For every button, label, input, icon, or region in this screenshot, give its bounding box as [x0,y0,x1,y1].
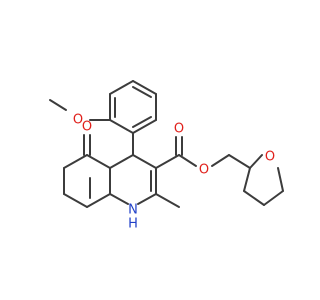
bond [63,154,88,169]
tetrahydrofuran-ring [243,154,284,206]
bond [137,193,157,205]
bond [86,154,111,169]
nitrogen-hydrogen-label: H [128,217,138,232]
bond [109,154,134,169]
bond [178,154,197,167]
bond [277,167,284,192]
bond [155,154,180,169]
bond [109,119,134,134]
bond [243,167,251,192]
bond [86,193,111,208]
bond [49,99,67,111]
bond [228,154,251,169]
ketone-oxygen-label: O [82,120,92,135]
bond [132,116,152,128]
bond [109,193,129,205]
methoxyphenyl-ring [109,80,157,134]
bond [132,119,157,134]
bond [109,80,134,95]
bond [132,80,157,95]
methoxy-oxygen-label: O [73,113,83,128]
ester-carbonyl-oxygen-label: O [174,122,184,137]
molecule-structure-diagram: O O O O O N H [49,80,284,232]
bond [263,190,284,206]
bond [132,86,152,98]
bond [243,190,265,206]
cyclohexenone-ring [63,154,111,208]
bond [211,154,230,167]
ester-oxygen-label: O [199,163,209,178]
dihydropyridine-ring [109,154,157,205]
bond [155,193,180,208]
ring-oxygen-label: O [265,150,275,165]
bond [63,193,88,208]
bond [132,154,157,169]
bond [249,154,263,169]
nitrogen-label: N [128,203,138,218]
